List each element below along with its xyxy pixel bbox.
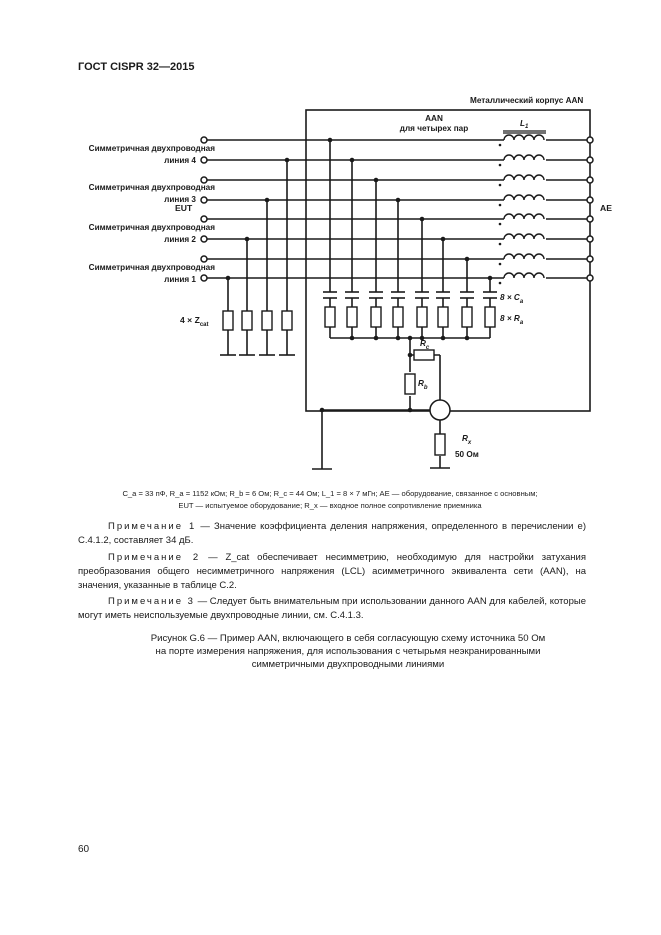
svg-text:Симметричная двухпроводная: Симметричная двухпроводная bbox=[89, 223, 216, 232]
svg-text:для четырех пар: для четырех пар bbox=[400, 124, 468, 133]
svg-text:Rb: Rb bbox=[418, 379, 428, 391]
legend-line-1: C_a = 33 пФ, R_a = 1152 кОм; R_b = 6 Ом;… bbox=[122, 489, 538, 498]
note-3: Примечание 3 — Следует быть внимательным… bbox=[78, 596, 586, 621]
svg-text:Симметричная двухпроводная: Симметричная двухпроводная bbox=[89, 263, 216, 272]
svg-text:L1: L1 bbox=[520, 119, 529, 130]
figure-caption: Рисунок G.6 — Пример AAN, включающего в … bbox=[150, 633, 546, 670]
note-1: Примечание 1 — Значение коэффициента дел… bbox=[78, 521, 586, 546]
eut-label: EUT bbox=[175, 203, 193, 213]
ae-label: AE bbox=[600, 203, 612, 213]
note-2: Примечание 2 — Z_cat обеспечивает несимм… bbox=[78, 552, 586, 591]
svg-text:Rx: Rx bbox=[462, 434, 472, 446]
svg-text:линия 3: линия 3 bbox=[164, 195, 196, 204]
svg-text:линия 1: линия 1 bbox=[164, 275, 196, 284]
svg-text:4 × Zcat: 4 × Zcat bbox=[180, 315, 209, 328]
aan-enclosure bbox=[305, 109, 591, 412]
enclosure-label: Металлический корпус AAN bbox=[470, 96, 583, 105]
aan-circuit-diagram: Металлический корпус AAN AAN для четырех… bbox=[89, 96, 612, 470]
svg-text:Rc: Rc bbox=[420, 339, 430, 351]
page-number: 60 bbox=[78, 844, 90, 855]
svg-text:50 Ом: 50 Ом bbox=[455, 450, 479, 459]
svg-text:8 × Ca: 8 × Ca bbox=[500, 293, 524, 305]
standard-header: ГОСТ CISPR 32—2015 bbox=[78, 61, 195, 73]
component-values-legend: C_a = 33 пФ, R_a = 1152 кОм; R_b = 6 Ом;… bbox=[80, 488, 580, 512]
svg-text:Симметричная двухпроводная: Симметричная двухпроводная bbox=[89, 144, 216, 153]
inductor-l1-group bbox=[503, 130, 546, 282]
svg-text:AAN: AAN bbox=[425, 114, 443, 123]
svg-text:Симметричная двухпроводная: Симметричная двухпроводная bbox=[89, 183, 216, 192]
svg-text:8 × Ra: 8 × Ra bbox=[500, 314, 524, 326]
svg-text:линия 4: линия 4 bbox=[164, 156, 196, 165]
svg-text:линия 2: линия 2 bbox=[164, 235, 196, 244]
legend-line-2: EUT — испытуемое оборудование; R_x — вхо… bbox=[178, 501, 482, 510]
